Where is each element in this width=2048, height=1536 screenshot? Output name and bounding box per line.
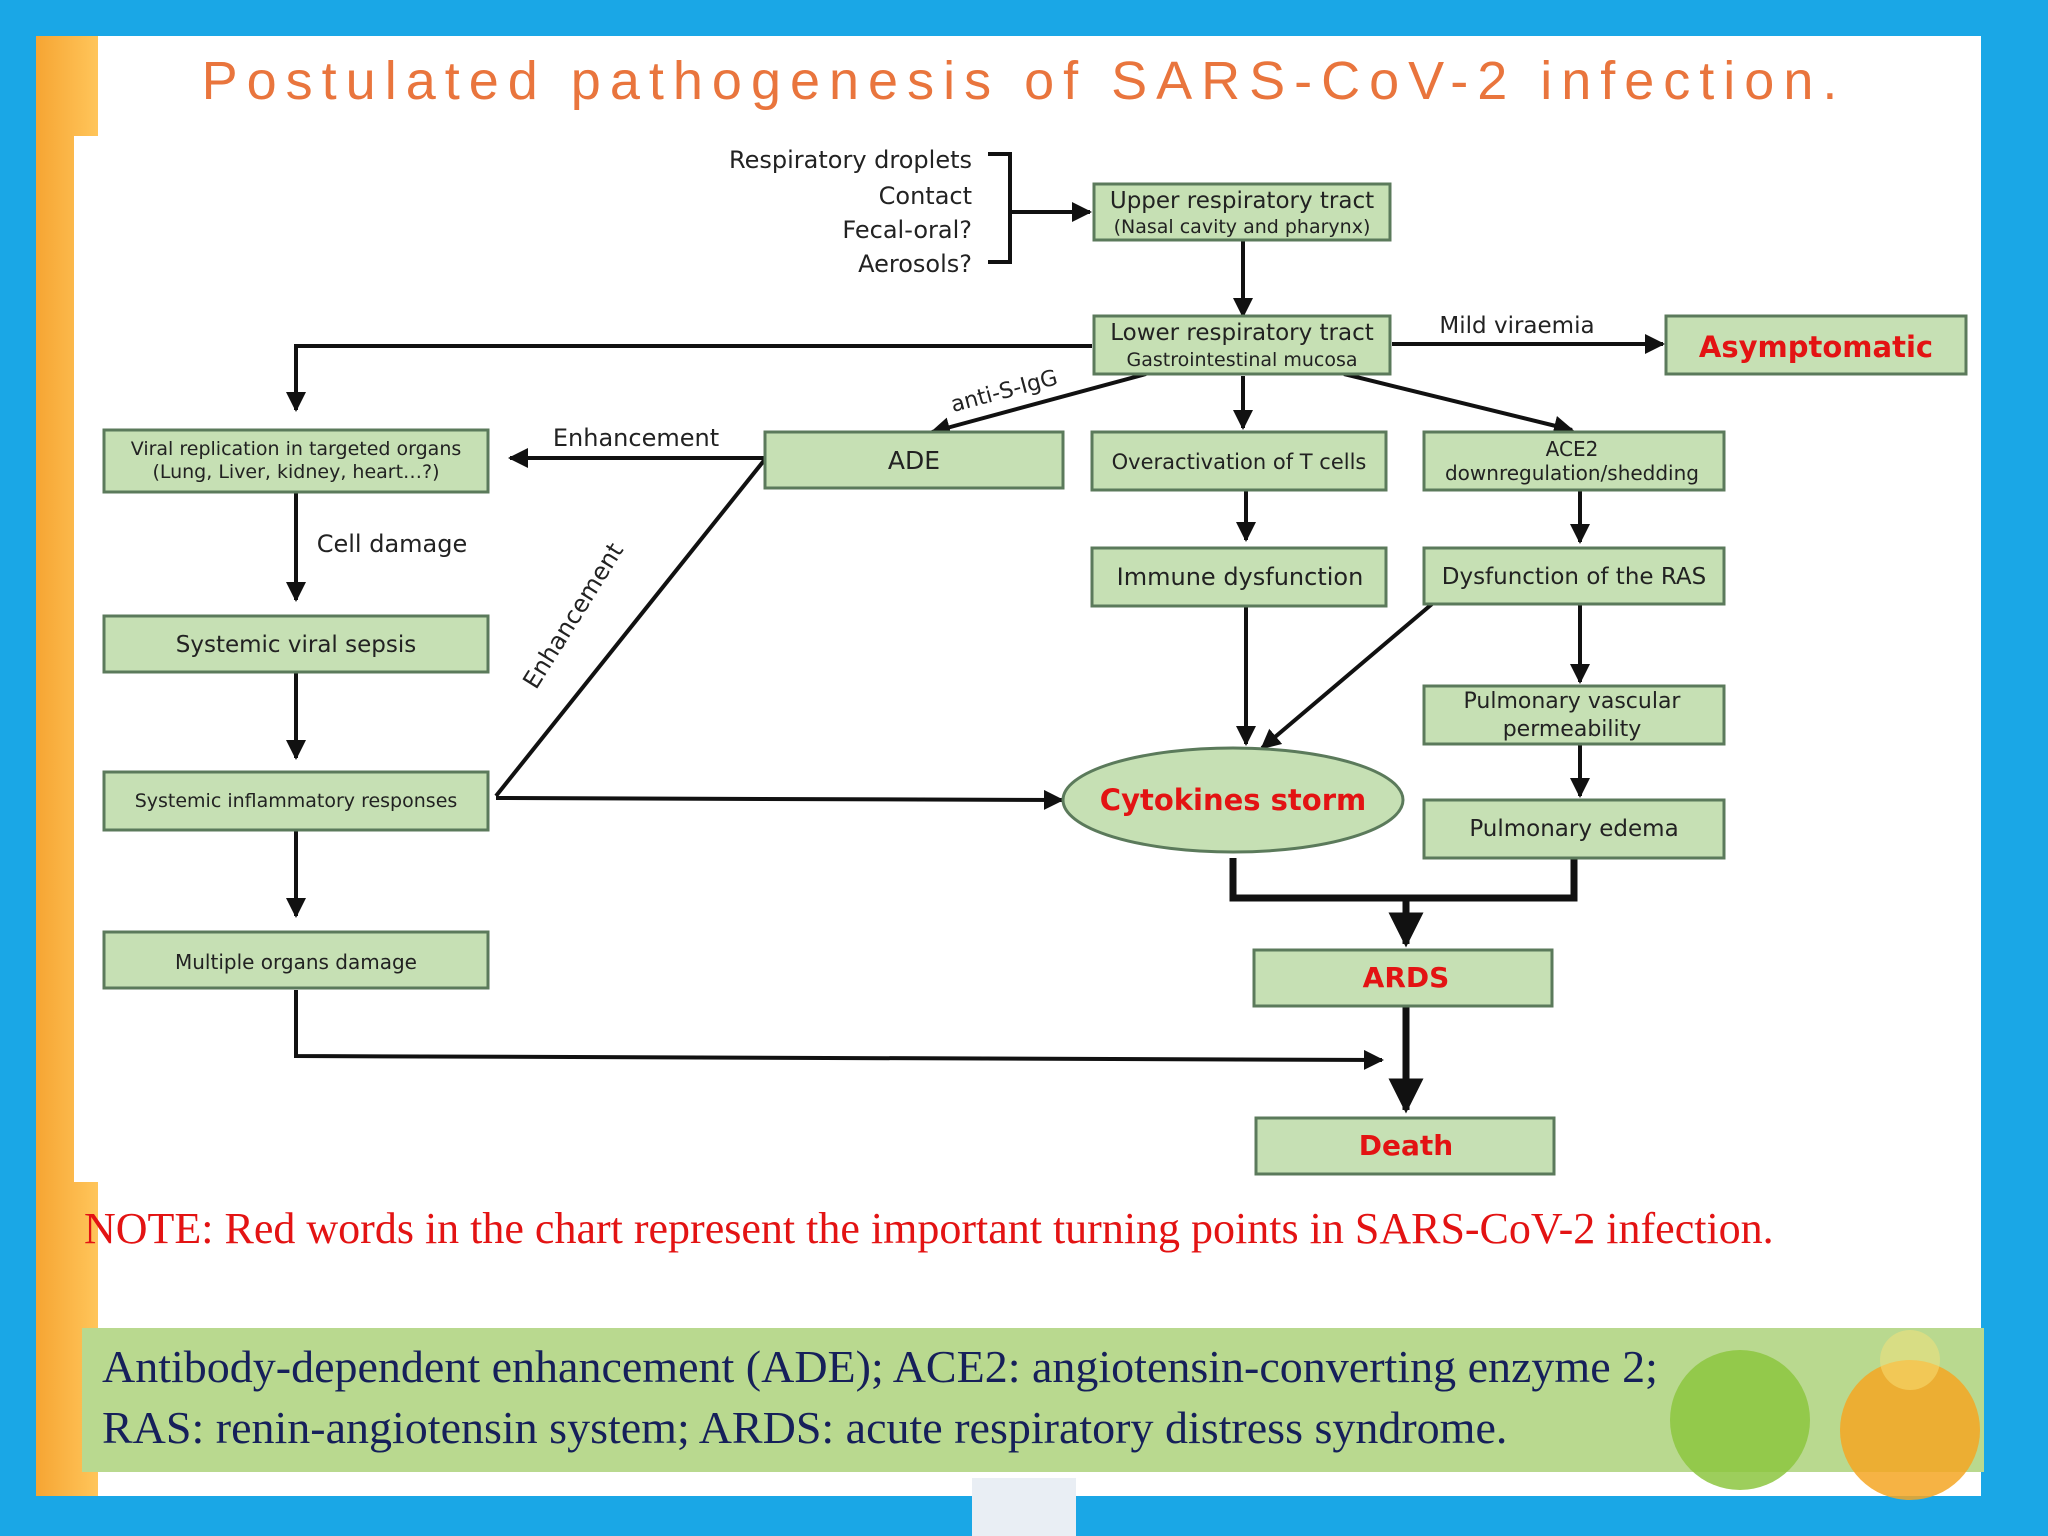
bottom-tab (972, 1478, 1076, 1536)
edge-inflammatory-ade-diagonal (494, 456, 768, 798)
box-ards (1252, 948, 1554, 1008)
systemic-inflammatory-label: Systemic inflammatory responses (135, 790, 458, 812)
enhancement-horizontal-label: Enhancement (553, 424, 719, 452)
edge-inflammatory-to-cytokines (495, 789, 1064, 810)
box-upper-tract (1092, 182, 1392, 242)
viral-replication-line2: (Lung, Liver, kidney, heart…?) (152, 461, 439, 483)
ace2-line2: downregulation/shedding (1445, 461, 1699, 485)
mild-viraemia-label: Mild viraemia (1439, 313, 1594, 339)
box-asymptomatic (1664, 314, 1968, 376)
death-label: Death (1359, 1129, 1453, 1162)
box-multiple-organs (102, 930, 490, 990)
edge-lower-to-ade (930, 372, 1147, 437)
box-immune-dysfunction (1090, 546, 1388, 608)
ards-label: ARDS (1363, 961, 1450, 994)
tcells-label: Overactivation of T cells (1112, 450, 1367, 474)
definitions-line2: RAS: renin-angiotensin system; ARDS: acu… (102, 1402, 1508, 1453)
box-systemic-sepsis (102, 614, 490, 674)
box-ade (763, 430, 1065, 490)
pulmonary-edema-label: Pulmonary edema (1469, 816, 1678, 842)
asymptomatic-label: Asymptomatic (1699, 330, 1933, 364)
box-lower-tract (1092, 314, 1392, 376)
routes-bracket (988, 152, 1012, 264)
box-cytokines-storm (1061, 746, 1405, 854)
box-pulmonary-vascular (1422, 684, 1726, 746)
ace2-line1: ACE2 (1546, 437, 1599, 461)
upper-tract-line1: Upper respiratory tract (1110, 188, 1374, 214)
upper-tract-line2: (Nasal cavity and pharynx) (1114, 216, 1371, 238)
multiple-organs-label: Multiple organs damage (175, 950, 417, 974)
slide-title: Postulated pathogenesis of SARS-CoV-2 in… (201, 51, 1847, 111)
route-respiratory-droplets: Respiratory droplets (729, 146, 972, 174)
box-pulmonary-edema (1422, 798, 1726, 860)
cytokines-storm-label: Cytokines storm (1100, 783, 1366, 817)
route-fecal-oral: Fecal-oral? (842, 216, 972, 244)
box-death (1254, 1116, 1556, 1176)
box-ace2 (1422, 430, 1726, 492)
lower-tract-line2: Gastrointestinal mucosa (1127, 349, 1358, 371)
systemic-sepsis-label: Systemic viral sepsis (176, 632, 416, 658)
immune-dysfunction-label: Immune dysfunction (1117, 563, 1364, 591)
edge-organs-to-death (294, 990, 1384, 1070)
route-contact: Contact (879, 182, 972, 210)
viral-replication-line1: Viral replication in targeted organs (131, 438, 462, 460)
ras-label: Dysfunction of the RAS (1442, 564, 1707, 590)
ade-label: ADE (888, 446, 940, 475)
diagram-edges (286, 152, 1665, 1114)
definitions-box (82, 1328, 1984, 1472)
pulmonary-vascular-line1: Pulmonary vascular (1464, 689, 1682, 714)
lower-tract-line1: Lower respiratory tract (1110, 320, 1374, 346)
box-ras (1422, 546, 1726, 606)
definitions-text: Antibody-dependent enhancement (ADE); AC… (102, 1336, 1922, 1458)
definitions-line1: Antibody-dependent enhancement (ADE); AC… (102, 1341, 1658, 1392)
box-tcells (1090, 430, 1388, 492)
decorative-fruit-image (1670, 1330, 1980, 1500)
edge-ras-to-cytokines (1260, 602, 1434, 750)
box-systemic-inflammatory (102, 770, 490, 832)
note-text: NOTE: Red words in the chart represent t… (84, 1204, 1774, 1253)
route-aerosols: Aerosols? (858, 250, 972, 278)
pulmonary-vascular-line2: permeability (1503, 717, 1642, 742)
edge-lower-to-viral-replication (286, 344, 1092, 412)
edge-lower-to-ace2 (1343, 372, 1574, 436)
box-viral-replication (102, 428, 490, 494)
diagram-boxes (102, 182, 1968, 1176)
cell-damage-label: Cell damage (317, 530, 468, 558)
